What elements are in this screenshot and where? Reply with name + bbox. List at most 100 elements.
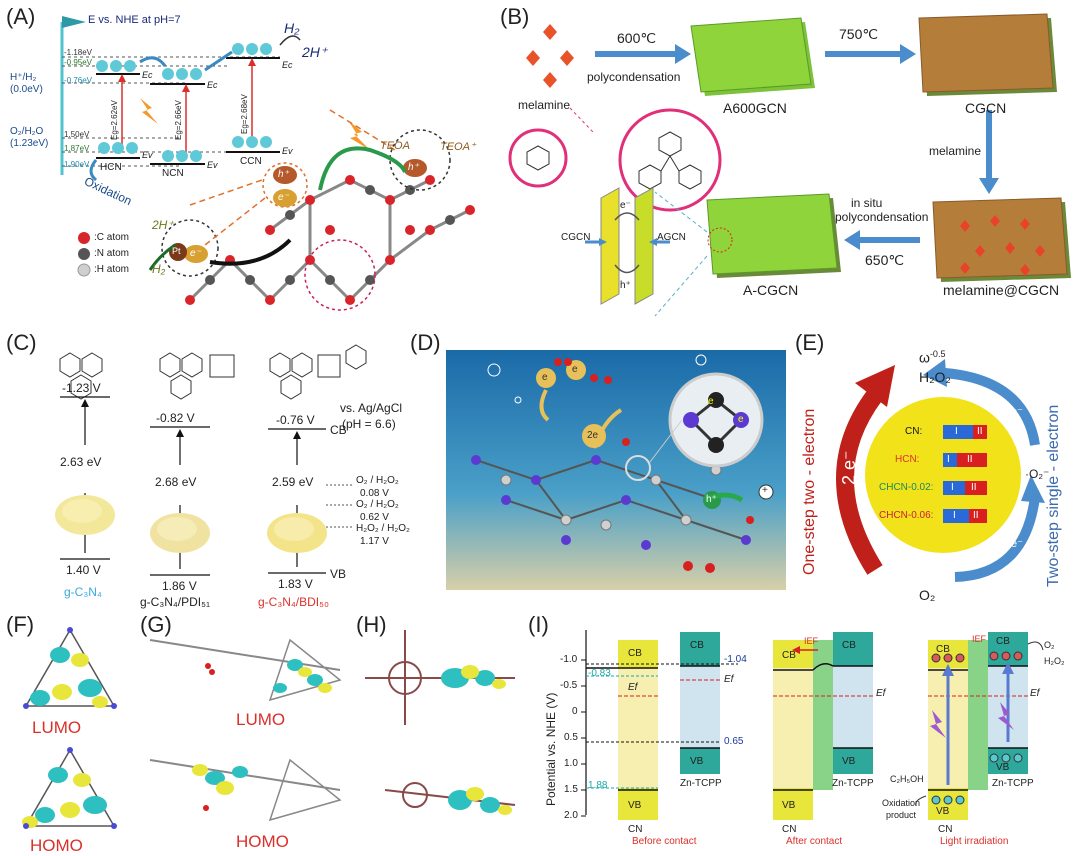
panel-b-acgcn: A-CGCN: [743, 282, 799, 298]
panel-g: LUMO HOMO: [140, 610, 355, 855]
panel-e-bar-ii-3: II: [973, 510, 979, 521]
panel-i-zn-1: Zn-TCPP: [680, 778, 722, 789]
panel-i-band-diagram: [581, 630, 1044, 820]
panel-e-e1: e⁻: [1011, 406, 1023, 418]
panel-a-legend-n: :N atom: [94, 248, 130, 259]
panel-b-polycondensation: polycondensation: [587, 70, 681, 84]
panel-c-cb-2: -0.76 V: [276, 413, 315, 427]
panel-c-vb-1: 1.86 V: [162, 579, 197, 593]
panel-c-cb: CB: [330, 423, 347, 437]
panel-b-electron: e⁻: [620, 200, 631, 211]
panel-a-material-hcn: HCN: [100, 162, 122, 173]
panel-c-ph: (pH = 6.6): [342, 417, 396, 431]
panel-label-c: (C): [6, 330, 37, 355]
panel-i-cb-2: CB: [690, 640, 704, 651]
panel-label-i: (I): [528, 612, 549, 637]
panel-b-t750: 750℃: [839, 26, 879, 42]
panel-e-bar-i-0: I: [955, 426, 958, 437]
panel-h-orbitals: [365, 630, 516, 815]
panel-e-bar-ii-0: II: [977, 426, 983, 437]
panel-d-e-4: e: [738, 414, 744, 425]
panel-b-melamine: melamine: [518, 98, 571, 112]
panel-e-superoxide: ·O₂⁻: [1025, 467, 1050, 481]
panel-e-omega: ω-0.5: [919, 349, 946, 366]
panel-i-ytick-0: -1.0: [560, 654, 578, 665]
panel-a: E vs. NHE at pH=7 H⁺/H₂ (0.0eV) O₂/H₂O (…: [0, 0, 490, 325]
panel-d-e-0: e: [542, 372, 548, 383]
panel-i-ytick-3: 0.5: [564, 732, 578, 743]
panel-a-level-1: -0.95eV: [64, 58, 93, 67]
panel-a-band-diagram: [60, 16, 475, 311]
panel-i-ef-3: Ef: [876, 688, 886, 699]
panel-i-ef-1: Ef: [628, 682, 638, 693]
panel-i-state-2: Light irradiation: [940, 836, 1009, 847]
panel-a-material-ccn: CCN: [240, 156, 262, 167]
panel-e-scheme: [836, 359, 1045, 582]
panel-d-e-1: e: [572, 364, 578, 375]
panel-c-band-diagram: [55, 344, 367, 576]
panel-a-level-0: -1.18eV: [64, 48, 93, 57]
panel-e-left-label: One-step two - electron: [801, 408, 818, 575]
panel-i-h2o2: H₂O₂: [1044, 656, 1065, 666]
panel-c-redox-1-value: 0.62 V: [360, 512, 389, 523]
panel-a-gap-2: Eg=2.68eV: [240, 94, 249, 134]
panel-i-cn-1: CN: [628, 824, 643, 835]
panel-a-hole-2: h⁺: [408, 162, 419, 173]
panel-b-scheme: [508, 13, 1071, 317]
panel-a-o-level: O₂/H₂O: [10, 126, 44, 137]
panel-label-b: (B): [500, 4, 530, 29]
panel-g-homo: HOMO: [236, 832, 289, 851]
panel-a-ev-1: Ev: [142, 150, 153, 160]
panel-e-right-label: Two-step single - electron: [1045, 404, 1062, 587]
panel-a-gap-0: Eg=2.62eV: [110, 100, 119, 140]
panel-c-redox-0-label: O₂ / H₂O₂: [356, 475, 399, 486]
panel-e-bar-i-2: I: [951, 482, 954, 493]
panel-a-teoa: TEOA: [380, 140, 410, 152]
panel-c-redox-2-label: H₂O₂ / H₂O₂: [356, 523, 410, 534]
panel-i-v104: -1.04: [724, 654, 747, 665]
panel-label-e: (E): [795, 330, 825, 355]
panel-c-redox-2-value: 1.17 V: [360, 536, 389, 547]
panel-i-o2: O₂: [1044, 640, 1055, 650]
panel-i-vb-1: VB: [628, 800, 642, 811]
panel-i-oxidation: Oxidation: [882, 798, 921, 808]
panel-i-cb-6: CB: [996, 636, 1010, 647]
panel-a-o-value: (1.23eV): [10, 138, 49, 149]
panel-i-v083: -0.83: [588, 668, 611, 679]
panel-i-cb-1: CB: [628, 648, 642, 659]
panel-e-row-1: HCN:: [895, 454, 920, 465]
panel-c-vb-2: 1.83 V: [278, 577, 313, 591]
panel-e-bars: [943, 425, 987, 523]
panel-c-redox-0-value: 0.08 V: [360, 488, 389, 499]
panel-b-t600: 600℃: [617, 30, 657, 46]
panel-e-row-0: CN:: [905, 426, 923, 437]
panel-d-e-3: e: [708, 396, 714, 407]
panel-a-hole-1: h⁺: [278, 169, 289, 180]
panel-f-lumo: LUMO: [32, 718, 82, 737]
panel-i-ief-1: IEF: [804, 636, 819, 646]
panel-e-e2: e⁻: [1011, 538, 1023, 550]
panel-a-ec-2: Ec: [207, 80, 218, 90]
panel-c-cb-0: -1.23 V: [62, 381, 101, 395]
panel-b-cgcn: CGCN: [965, 100, 1007, 116]
panel-a-h2-bottom: H₂: [152, 262, 166, 276]
panel-d-plus: +: [762, 485, 768, 496]
panel-i-ef-4: Ef: [1030, 688, 1040, 699]
panel-i-zn-3: Zn-TCPP: [992, 778, 1034, 789]
panel-e-row-2: CHCN-0.02:: [879, 482, 934, 493]
panel-i-ytick-4: 1.0: [564, 758, 578, 769]
panel-a-h2: H₂: [284, 20, 300, 36]
panel-i-vb-2: VB: [690, 756, 704, 767]
panel-i-ytick-1: -0.5: [560, 680, 578, 691]
panel-i-cn-3: CN: [938, 824, 953, 835]
panel-g-orbitals: [149, 638, 342, 822]
panel-b-t650: 650℃: [865, 252, 905, 268]
panel-c: -1.23 V -0.82 V -0.76 V 2.63 eV 2.68 eV …: [0, 325, 410, 609]
panel-i-ef-2: Ef: [724, 674, 734, 685]
panel-label-g: (G): [140, 612, 172, 637]
panel-label-d: (D): [410, 330, 441, 355]
panel-i-cb-3: CB: [782, 650, 796, 661]
panel-i-v065: 0.65: [724, 736, 744, 747]
panel-a-level-2: -0.76eV: [64, 76, 93, 85]
panel-e-bar-ii-2: II: [971, 482, 977, 493]
